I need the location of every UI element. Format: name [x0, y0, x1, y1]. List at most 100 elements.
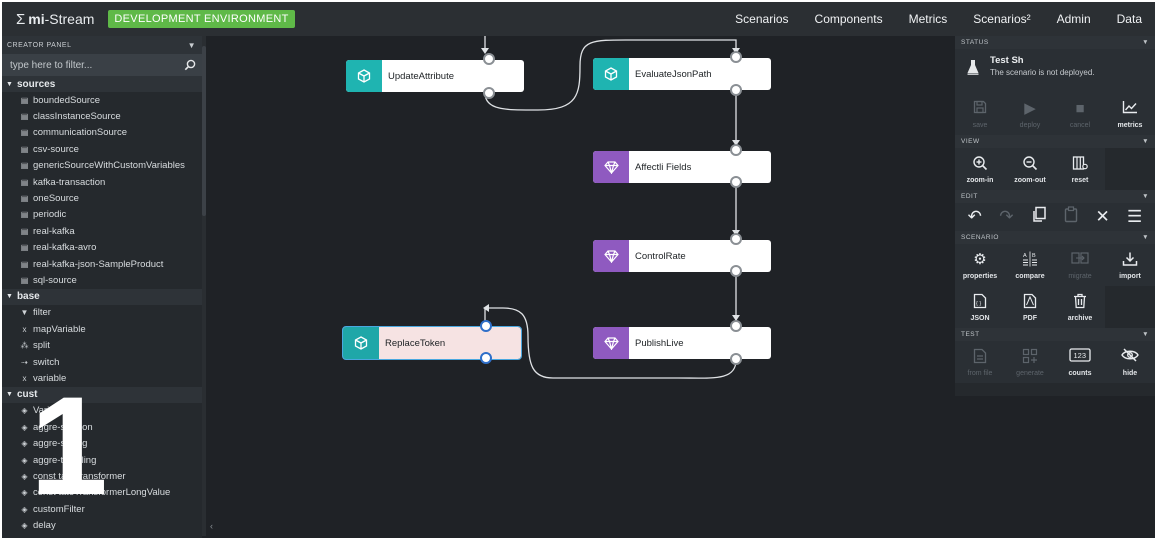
json-button[interactable]: { } JSON: [955, 286, 1005, 328]
split-icon: ⁂: [20, 341, 29, 351]
nav-metrics[interactable]: Metrics: [908, 12, 948, 26]
chevron-down-icon[interactable]: ▼: [1142, 138, 1149, 145]
from-file-button[interactable]: from file: [955, 341, 1005, 383]
component-item[interactable]: ▤real-kafka-json-SampleProduct: [2, 256, 202, 272]
undo-icon[interactable]: ↶: [967, 207, 982, 226]
app-logo[interactable]: Σ mi-Stream: [16, 11, 94, 28]
copy-icon[interactable]: [1031, 206, 1047, 228]
nav-admin[interactable]: Admin: [1056, 12, 1091, 26]
counts-button[interactable]: 123 counts: [1055, 341, 1105, 383]
component-item[interactable]: ◈delay: [2, 517, 202, 533]
creator-panel-header[interactable]: CREATOR PANEL ▼: [2, 36, 202, 54]
view-header[interactable]: VIEW▼: [955, 135, 1155, 148]
node-input-port[interactable]: [483, 53, 495, 65]
properties-button[interactable]: ⚙properties: [955, 244, 1005, 286]
category-custom[interactable]: ▼cust: [2, 386, 202, 403]
menu-icon[interactable]: ☰: [1127, 207, 1143, 226]
component-item[interactable]: ▤real-kafka-avro: [2, 240, 202, 256]
component-item[interactable]: ⇢switch: [2, 354, 202, 370]
close-icon[interactable]: ✕: [1095, 207, 1110, 226]
node-output-port[interactable]: [480, 352, 492, 364]
scenario-canvas[interactable]: UpdateAttribute EvaluateJsonPath Affectl…: [208, 36, 950, 538]
node-output-port[interactable]: [483, 87, 495, 99]
redo-icon[interactable]: ↷: [999, 207, 1014, 226]
creator-scrollbar[interactable]: [202, 36, 206, 536]
component-item[interactable]: ▤periodic: [2, 207, 202, 223]
category-base[interactable]: ▼base: [2, 288, 202, 305]
node-controlrate[interactable]: ControlRate: [593, 240, 771, 272]
component-item[interactable]: ◈aggre-sliding: [2, 435, 202, 451]
creator-scroll-thumb[interactable]: [202, 46, 206, 216]
archive-button[interactable]: archive: [1055, 286, 1105, 328]
filter-input[interactable]: [10, 59, 184, 71]
nav-scenarios-2[interactable]: Scenarios²: [973, 12, 1031, 26]
node-publishlive[interactable]: PublishLive: [593, 327, 771, 359]
component-item[interactable]: ▤oneSource: [2, 190, 202, 206]
reset-button[interactable]: reset: [1055, 148, 1105, 190]
component-item[interactable]: ▤classInstanceSource: [2, 108, 202, 124]
node-output-port[interactable]: [730, 353, 742, 365]
component-item[interactable]: ▤real-kafka: [2, 223, 202, 239]
sources-list: ▤boundedSource▤classInstanceSource▤commu…: [2, 92, 202, 289]
cancel-button[interactable]: ■cancel: [1055, 93, 1105, 135]
node-label: EvaluateJsonPath: [635, 68, 712, 80]
node-evaluatejsonpath[interactable]: EvaluateJsonPath: [593, 58, 771, 90]
hide-button[interactable]: hide: [1105, 341, 1155, 383]
chevron-down-icon[interactable]: ▼: [1142, 234, 1149, 241]
component-item[interactable]: ◈customFilter: [2, 501, 202, 517]
nav-components[interactable]: Components: [814, 12, 883, 26]
metrics-button[interactable]: metrics: [1105, 93, 1155, 135]
edit-header[interactable]: EDIT▼: [955, 190, 1155, 203]
component-item[interactable]: ◈const tateTransformerLongValue: [2, 485, 202, 501]
zoom-in-button[interactable]: zoom-in: [955, 148, 1005, 190]
node-output-port[interactable]: [730, 84, 742, 96]
component-item[interactable]: ▤sql-source: [2, 272, 202, 288]
deploy-button[interactable]: ▶deploy: [1005, 93, 1055, 135]
scenario-header[interactable]: SCENARIO▼: [955, 231, 1155, 244]
chevron-down-icon[interactable]: ▼: [187, 40, 196, 50]
node-input-port[interactable]: [730, 51, 742, 63]
category-sources[interactable]: ▼sources: [2, 76, 202, 92]
component-item[interactable]: ◈aggre-session: [2, 419, 202, 435]
node-output-port[interactable]: [730, 265, 742, 277]
creator-panel: CREATOR PANEL ▼ ▼sources ▤boundedSource▤…: [2, 36, 202, 538]
component-item[interactable]: ▤csv-source: [2, 141, 202, 157]
test-header[interactable]: TEST▼: [955, 328, 1155, 341]
node-input-port[interactable]: [730, 320, 742, 332]
search-icon[interactable]: [184, 59, 196, 71]
node-input-port[interactable]: [480, 320, 492, 332]
component-item[interactable]: ▤communicationSource: [2, 125, 202, 141]
import-button[interactable]: import: [1105, 244, 1155, 286]
component-item[interactable]: ▼filter: [2, 305, 202, 321]
generate-button[interactable]: generate: [1005, 341, 1055, 383]
nav-scenarios[interactable]: Scenarios: [735, 12, 789, 26]
zoom-out-button[interactable]: zoom-out: [1005, 148, 1055, 190]
node-replacetoken[interactable]: ReplaceToken: [342, 326, 522, 360]
node-updateattribute[interactable]: UpdateAttribute: [346, 60, 524, 92]
status-header[interactable]: STATUS▼: [955, 36, 1155, 49]
paste-icon[interactable]: [1064, 206, 1078, 228]
chevron-down-icon[interactable]: ▼: [1142, 39, 1149, 46]
node-output-port[interactable]: [730, 176, 742, 188]
component-item[interactable]: ▤boundedSource: [2, 92, 202, 108]
chevron-down-icon[interactable]: ▼: [1142, 331, 1149, 338]
migrate-button[interactable]: migrate: [1055, 244, 1105, 286]
component-item[interactable]: ▤genericSourceWithCustomVariables: [2, 158, 202, 174]
save-button[interactable]: save: [955, 93, 1005, 135]
node-affectli-fields[interactable]: Affectli Fields: [593, 151, 771, 183]
chevron-down-icon[interactable]: ▼: [1142, 193, 1149, 200]
pdf-button[interactable]: PDF: [1005, 286, 1055, 328]
component-item[interactable]: ◈aggre-tumbling: [2, 452, 202, 468]
component-item[interactable]: ▤kafka-transaction: [2, 174, 202, 190]
arrowhead: [732, 315, 740, 321]
component-item[interactable]: ⁂split: [2, 337, 202, 353]
component-item[interactable]: ◈const tateTransformer: [2, 468, 202, 484]
node-input-port[interactable]: [730, 144, 742, 156]
chevron-left-icon[interactable]: ‹: [210, 521, 213, 531]
node-input-port[interactable]: [730, 233, 742, 245]
component-item[interactable]: ◈Variable: [2, 403, 202, 419]
nav-data[interactable]: Data: [1116, 12, 1142, 26]
